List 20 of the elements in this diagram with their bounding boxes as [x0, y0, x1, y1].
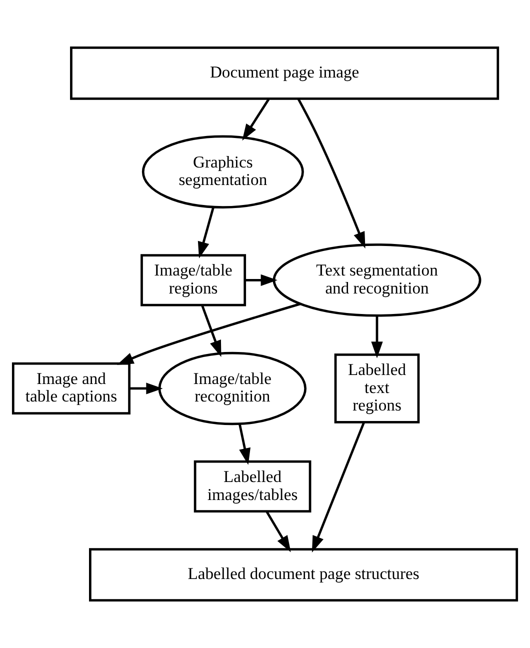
arrow — [116, 302, 301, 365]
arrow — [371, 315, 383, 358]
node-box: Document page image — [70, 46, 500, 100]
node-ellipse: Text segmentation and recognition — [272, 244, 482, 317]
arrow — [266, 511, 291, 552]
arrow — [244, 274, 278, 286]
node-box: Labelled document page structures — [89, 548, 518, 602]
arrow — [201, 304, 222, 358]
node-ellipse: Image/table recognition — [158, 352, 307, 426]
arrow — [129, 382, 163, 394]
arrow — [312, 422, 365, 553]
arrow — [198, 206, 215, 258]
node-box: Labelled text regions — [334, 354, 420, 424]
node-box: Image/table regions — [140, 254, 246, 306]
arrow — [238, 423, 251, 465]
node-ellipse: Graphics segmentation — [142, 135, 304, 208]
arrow — [242, 98, 270, 141]
node-box: Labelled images/tables — [194, 460, 312, 513]
node-box: Image and table captions — [12, 362, 130, 415]
arrow — [297, 98, 366, 249]
